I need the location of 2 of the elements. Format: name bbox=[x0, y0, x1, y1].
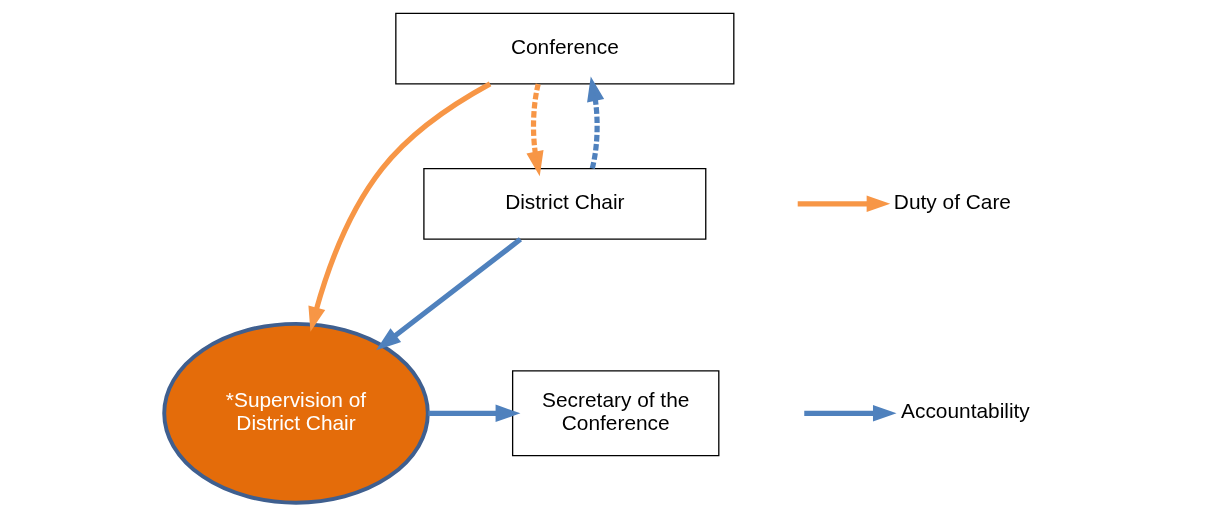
legend-label: Duty of Care bbox=[893, 189, 1011, 213]
legend-label: Accountability bbox=[901, 399, 1030, 423]
